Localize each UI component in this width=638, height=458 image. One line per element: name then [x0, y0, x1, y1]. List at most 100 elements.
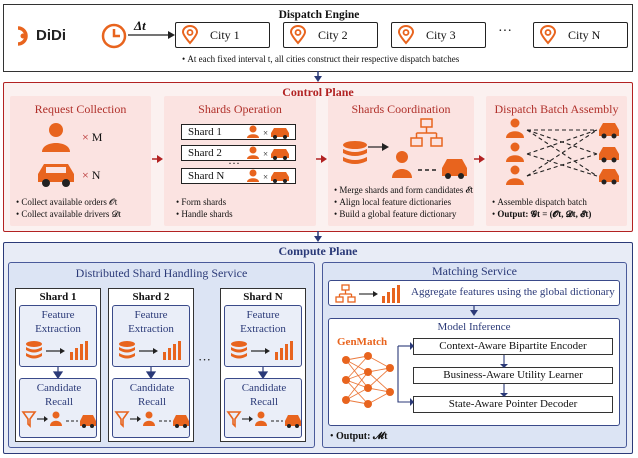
feature-extraction-label: Feature Extraction — [128, 309, 174, 335]
candidate-recall-icons — [21, 411, 301, 428]
pointer-decoder-box: State-Aware Pointer Decoder — [413, 396, 613, 413]
candidate-recall-box: Candidate Recall — [224, 378, 302, 438]
bar-chart-icon — [275, 341, 293, 360]
didi-logo-text: DiDi — [36, 27, 66, 44]
filter-icon — [21, 411, 37, 428]
feature-extraction-label: Feature Extraction — [240, 309, 286, 335]
orders-count-label: × M — [82, 130, 103, 144]
interval-arrow — [128, 31, 175, 39]
bar-chart-icon — [70, 341, 88, 360]
down-arrow — [470, 306, 478, 316]
person-icon — [255, 411, 267, 426]
person-car-pair: × — [247, 146, 289, 160]
database-icon — [26, 341, 42, 359]
shard-label: Shard N — [188, 170, 225, 182]
didi-logo: DiDi — [14, 24, 74, 48]
feature-extraction-icons — [26, 341, 293, 360]
city-label: City 1 — [210, 28, 240, 42]
bullet-item: • Collect available orders 𝓞t — [16, 197, 118, 207]
car-icon — [599, 147, 619, 163]
output-line: • Output: 𝓖t = (𝓞t, 𝓓t, 𝓔t) — [492, 209, 592, 219]
matching-output: • Output: 𝓜t — [330, 431, 388, 442]
shards-operation-title: Shards Operation — [198, 102, 282, 116]
bipartite-encoder-box: Context-Aware Bipartite Encoder — [413, 338, 613, 355]
bar-chart-icon — [163, 341, 181, 360]
city-1-box: City 1 — [175, 22, 270, 48]
flow-arrow — [316, 155, 327, 163]
person-icon — [506, 118, 524, 138]
person-icon — [506, 142, 524, 162]
aggregate-label: Aggregate features using the global dict… — [411, 286, 615, 298]
neural-network-icon — [342, 352, 394, 408]
model-flow-arrows — [397, 342, 508, 406]
shard-n-box: Shard N — [181, 168, 296, 184]
car-icon — [173, 415, 189, 428]
control-to-compute-arrow — [314, 231, 322, 242]
city-label: City N — [568, 28, 601, 42]
engine-note: • At each fixed interval t, all cities c… — [182, 54, 460, 64]
shard-column-title: Shard N — [243, 291, 283, 303]
shards-coordination-bullets: • Merge shards and form candidates 𝓔t • … — [334, 184, 476, 220]
person-car-pair: × — [247, 125, 289, 139]
shard-column-title: Shard 2 — [132, 291, 170, 303]
shard-ellipsis: ··· — [228, 156, 240, 170]
car-icon — [599, 123, 619, 139]
distributed-shard-title: Distributed Shard Handling Service — [75, 266, 248, 280]
filter-icon — [114, 411, 130, 428]
shard-column-title: Shard 1 — [39, 291, 77, 303]
request-collection-bullets: • Collect available orders 𝓞t • Collect … — [16, 196, 151, 220]
filter-person-car — [21, 411, 96, 428]
clock-icon — [100, 22, 128, 55]
bullet-item: • Assemble dispatch batch — [492, 197, 587, 207]
database-icon — [119, 341, 135, 359]
flow-arrow — [474, 155, 485, 163]
filter-person-car — [114, 411, 189, 428]
feature-extraction-box: Feature Extraction — [224, 305, 302, 367]
shards-operation-panel — [164, 96, 316, 226]
location-pin-icon — [289, 25, 307, 45]
flow-arrow — [152, 155, 163, 163]
candidate-recall-label: Candidate Recall — [129, 382, 175, 408]
request-collection-title: Request Collection — [34, 102, 127, 116]
person-icon — [506, 165, 524, 185]
person-car-match — [392, 151, 467, 179]
database-to-chart — [119, 341, 181, 360]
city-label: City 3 — [426, 28, 456, 42]
dispatch-batch-bullets: • Assemble dispatch batch • Output: 𝓖t =… — [492, 196, 628, 220]
bullet-item: • Collect available drivers 𝓓t — [16, 209, 122, 219]
shard-column-ellipsis: ··· — [198, 352, 211, 367]
down-arrows — [52, 367, 269, 380]
person-car-pair: × — [247, 169, 289, 183]
database-icon — [343, 141, 367, 164]
shard-1-box: Shard 1 — [181, 124, 296, 140]
model-module-label: State-Aware Pointer Decoder — [448, 398, 578, 410]
request-collection-panel — [10, 96, 151, 226]
utility-learner-box: Business-Aware Utility Learner — [413, 367, 613, 384]
dispatch-batch-assembly-title: Dispatch Batch Assembly — [494, 102, 619, 116]
feature-extraction-label: Feature Extraction — [35, 309, 81, 335]
aggregate-box: Aggregate features using the global dict… — [328, 280, 620, 306]
city-3-box: City 3 — [391, 22, 486, 48]
shard-2-box: Shard 2 — [181, 145, 296, 161]
person-icon — [143, 411, 155, 426]
person-icon — [42, 123, 70, 152]
city-n-box: City N — [533, 22, 628, 48]
bullet-item: • Handle shards — [176, 209, 233, 219]
bullet-item: • Form shards — [176, 197, 227, 207]
model-inference-title: Model Inference — [437, 321, 511, 333]
location-pin-icon — [539, 25, 557, 45]
hierarchy-to-chart — [335, 284, 400, 303]
engine-to-control-arrow — [314, 71, 322, 82]
bullet-item: • Build a global feature dictionary — [334, 209, 457, 219]
candidate-recall-label: Candidate Recall — [241, 382, 287, 408]
bullet-item: • Align local feature dictionaries — [334, 197, 452, 207]
svg-text:×: × — [263, 149, 268, 159]
database-icon — [231, 341, 247, 359]
car-icon — [38, 164, 74, 187]
shard-label: Shard 1 — [188, 126, 222, 138]
city-ellipsis: ··· — [498, 24, 512, 39]
feature-extraction-box: Feature Extraction — [112, 305, 190, 367]
matching-service-title: Matching Service — [432, 264, 517, 278]
database-to-chart — [26, 341, 88, 360]
compute-plane-title: Compute Plane — [278, 244, 358, 258]
